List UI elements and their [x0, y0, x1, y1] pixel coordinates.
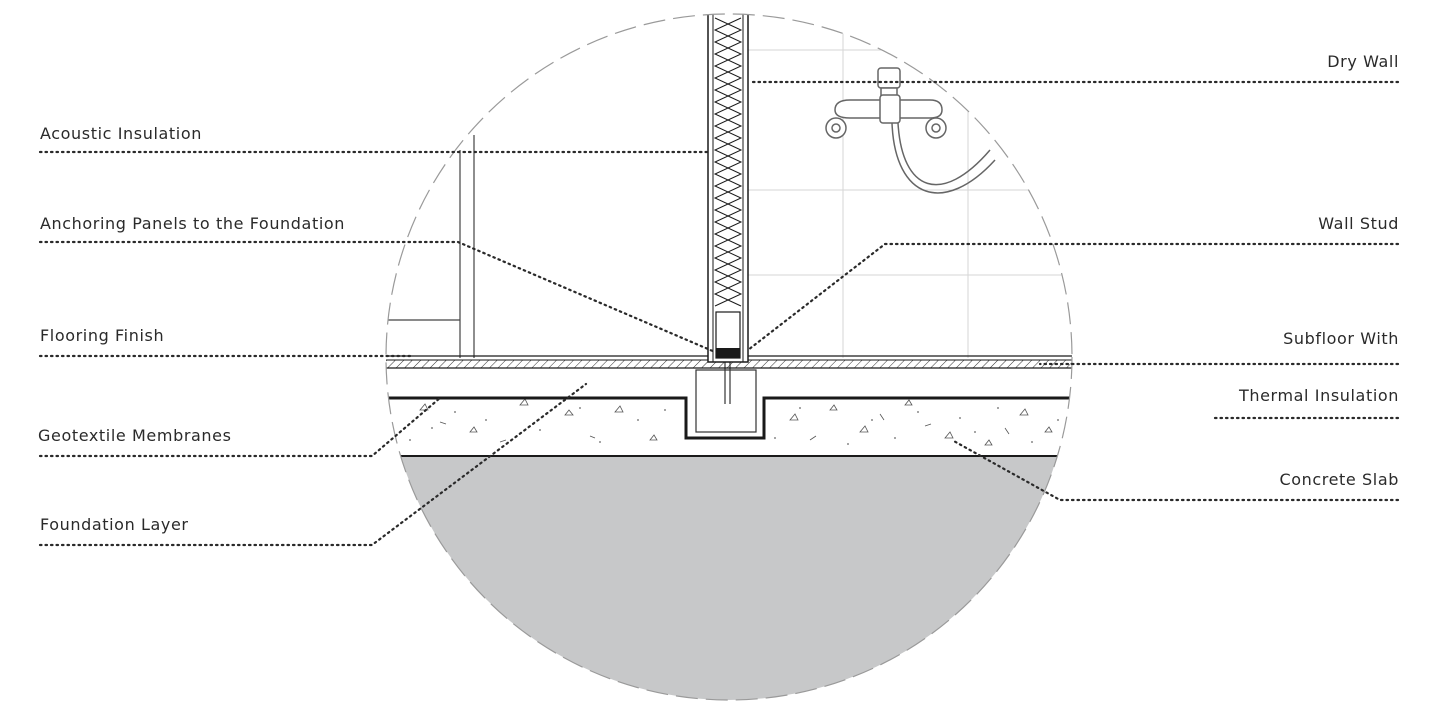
concrete-dots	[409, 407, 1059, 445]
leader-foundation-layer	[38, 382, 588, 547]
leader-lines	[38, 80, 1400, 547]
leader-wall-stud	[746, 242, 1400, 352]
side-frame	[386, 135, 475, 358]
label-flooring-finish: Flooring Finish	[40, 326, 165, 345]
detail-circle-outline	[385, 13, 1073, 701]
anchor-box	[695, 362, 757, 433]
leader-geotextile	[38, 396, 442, 458]
detail-circle-contents	[386, 14, 1072, 700]
label-subfloor-with: Subfloor With	[1283, 329, 1399, 348]
insulation-zigzag	[713, 17, 743, 307]
leader-anchoring-panels	[38, 240, 717, 354]
label-anchoring-panels: Anchoring Panels to the Foundation	[40, 214, 346, 233]
leader-concrete-slab	[950, 438, 1400, 502]
label-foundation-layer: Foundation Layer	[40, 515, 189, 534]
foundation-layer-shape	[386, 456, 1072, 700]
shower-faucet-icon	[825, 67, 996, 194]
label-wall-stud: Wall Stud	[1318, 214, 1399, 233]
concrete-aggregate	[419, 398, 1053, 446]
insulation-membrane-line	[386, 396, 1072, 440]
wall-panel	[707, 14, 749, 363]
label-thermal-insulation: Thermal Insulation	[1238, 386, 1399, 405]
label-concrete-slab: Concrete Slab	[1279, 470, 1399, 489]
subfloor-band	[386, 360, 1072, 368]
label-acoustic-insulation: Acoustic Insulation	[40, 124, 202, 143]
label-geotextile-membranes: Geotextile Membranes	[38, 426, 232, 445]
label-dry-wall: Dry Wall	[1327, 52, 1399, 71]
